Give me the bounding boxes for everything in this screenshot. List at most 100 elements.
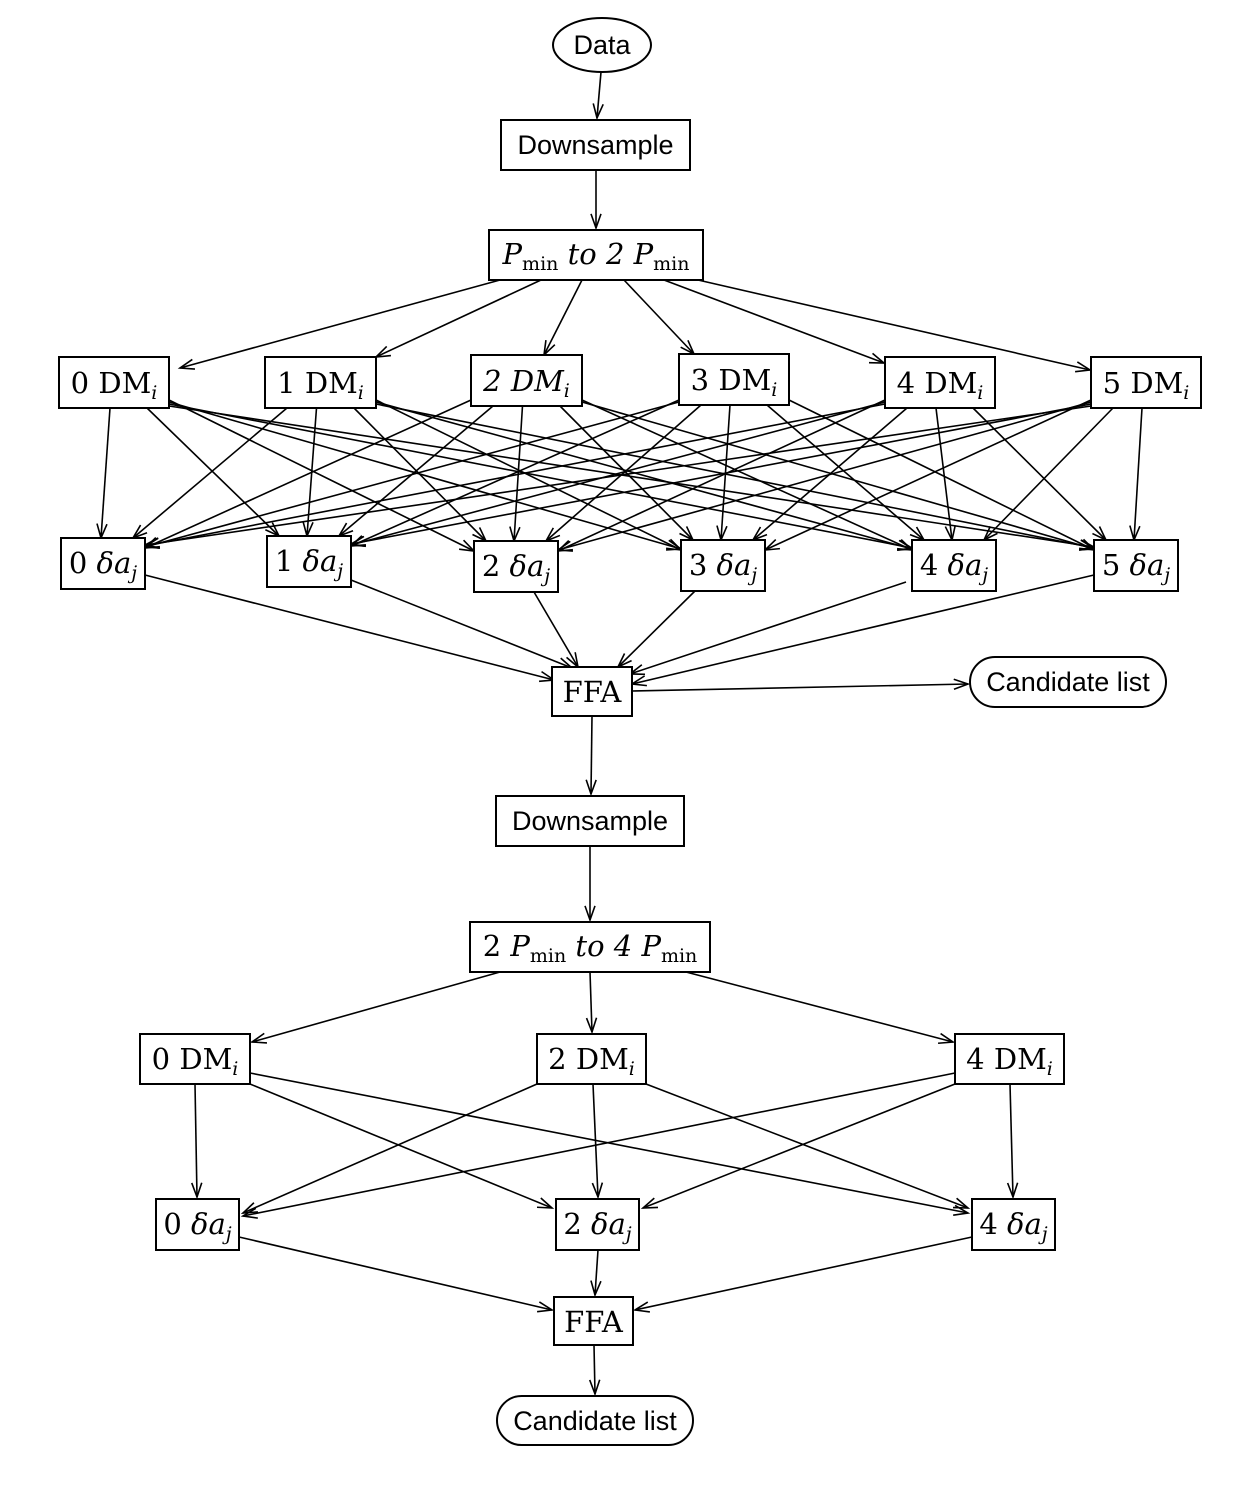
svg-text:4 DMi: 4 DMi xyxy=(966,1042,1053,1080)
edge-dm2-4-accel2-4 xyxy=(1009,1083,1014,1198)
edge-dm1-accel3 xyxy=(375,399,682,551)
period-range-label-2: 2 Pmin to 4 Pmin xyxy=(483,929,698,967)
edge-accel2-0-ffa2-arrowhead xyxy=(537,1301,555,1313)
ffa-label-1: FFA xyxy=(563,675,623,709)
dm2-node-0: 0 DMi xyxy=(139,1033,251,1085)
edge-dm2-4-accel2-2-arrowhead xyxy=(640,1197,659,1209)
edge-dm2-0-accel2-0-arrowhead xyxy=(190,1182,203,1200)
candidate-list-node-2: Candidate list xyxy=(496,1395,694,1446)
edge-dm2-4-accel2-0-arrowhead xyxy=(240,1207,258,1219)
accel2-node-2: 2 δaj xyxy=(555,1198,640,1251)
edge-period-dm-3 xyxy=(623,279,695,355)
dm-node-4: 4 DMi xyxy=(884,356,996,409)
svg-text:3 DMi: 3 DMi xyxy=(691,363,778,401)
edge-ffa-downsample-2-arrowhead xyxy=(585,779,597,797)
edge-period2-dm2-2-arrowhead xyxy=(585,1017,598,1035)
accel2-node-0: 0 δaj xyxy=(155,1198,240,1251)
edge-dm5-accel1 xyxy=(350,403,1092,545)
edge-accel4-ffa xyxy=(629,581,907,675)
edge-period2-dm2-4-arrowhead xyxy=(937,1032,956,1045)
edge-period2-dm2-4 xyxy=(685,971,954,1043)
edge-dm2-accel2 xyxy=(513,405,524,542)
edges-layer xyxy=(96,71,1143,1397)
edge-dm3-accel0 xyxy=(144,401,680,548)
svg-text:0 DMi: 0 DMi xyxy=(71,366,158,404)
edge-dm2-accel1 xyxy=(338,405,494,537)
svg-text:1 DMi: 1 DMi xyxy=(277,366,364,404)
edge-dm3-accel4 xyxy=(766,404,925,541)
downsample-node-1: Downsample xyxy=(500,119,691,171)
edge-dm4-accel5 xyxy=(972,407,1107,541)
edge-dm3-accel2 xyxy=(545,404,702,542)
edge-dm1-accel0 xyxy=(132,407,288,539)
edge-dm3-accel5 xyxy=(788,399,1095,551)
edge-dm2-accel0 xyxy=(144,399,472,549)
svg-text:4 δaj: 4 δaj xyxy=(979,1207,1047,1245)
edge-period-dm-0 xyxy=(179,279,501,369)
edge-dm2-4-accel2-4-arrowhead xyxy=(1006,1182,1019,1200)
edge-period-dm-2 xyxy=(543,279,583,356)
ffa-node-2: FFA xyxy=(553,1296,634,1346)
edge-ffa2-candidate-2-arrowhead xyxy=(588,1379,601,1397)
edge-downsample-period-arrowhead xyxy=(590,213,602,231)
svg-text:2 DMi: 2 DMi xyxy=(548,1042,635,1080)
edge-dm1-accel2 xyxy=(353,407,487,542)
edge-dm2-2-accel2-2-arrowhead xyxy=(591,1182,604,1200)
edge-dm0-accel3 xyxy=(168,401,682,550)
edge-dm0-accel5 xyxy=(168,405,1095,548)
edge-ffa-candidate-1-arrowhead xyxy=(953,678,971,691)
edge-dm1-accel4 xyxy=(375,401,913,550)
svg-text:0 DMi: 0 DMi xyxy=(152,1042,239,1080)
accel2-node-4: 4 δaj xyxy=(971,1198,1056,1251)
svg-text:4 δaj: 4 δaj xyxy=(920,548,988,586)
accel-node-4: 4 δaj xyxy=(911,539,997,592)
edge-downsample2-period2-arrowhead xyxy=(584,905,596,923)
edge-dm2-accel4 xyxy=(581,399,913,551)
edge-dm4-accel1 xyxy=(350,401,886,546)
edge-period-dm-4 xyxy=(663,279,885,364)
ffa-label-2: FFA xyxy=(564,1305,624,1339)
edge-dm0-accel1 xyxy=(146,407,280,537)
edge-accel1-ffa xyxy=(350,579,573,669)
svg-text:4 DMi: 4 DMi xyxy=(897,366,984,404)
edge-dm0-accel0 xyxy=(100,407,111,539)
edge-accel2-ffa xyxy=(533,591,579,668)
svg-text:5 δaj: 5 δaj xyxy=(1102,548,1170,586)
edge-dm2-4-accel2-0 xyxy=(242,1072,956,1217)
edge-ffa2-candidate-2 xyxy=(593,1344,596,1395)
edge-accel3-ffa xyxy=(617,590,696,668)
edge-ffa-candidate-1 xyxy=(631,683,969,692)
edge-dm2-0-accel2-0 xyxy=(194,1083,198,1198)
edge-dm0-accel4 xyxy=(168,403,913,549)
edge-data-downsample-arrowhead xyxy=(592,103,604,121)
candidate-list-label-2: Candidate list xyxy=(513,1406,677,1436)
svg-text:2 DMi: 2 DMi xyxy=(482,364,570,402)
svg-text:2 δaj: 2 δaj xyxy=(482,549,550,587)
edge-accel0-ffa xyxy=(144,574,555,681)
edge-dm5-accel2 xyxy=(557,401,1092,551)
dm2-node-4: 4 DMi xyxy=(954,1033,1065,1085)
edge-period-dm-5 xyxy=(697,279,1091,371)
accel-node-1: 1 δaj xyxy=(266,535,352,588)
accel-node-3: 3 δaj xyxy=(680,539,766,592)
edge-period2-dm2-2 xyxy=(589,971,593,1033)
svg-text:0 δaj: 0 δaj xyxy=(69,546,137,584)
edge-dm2-2-accel2-0-arrowhead xyxy=(240,1202,259,1214)
edge-accel5-ffa xyxy=(631,574,1095,685)
edge-data-downsample xyxy=(596,71,602,119)
downsample-label-2: Downsample xyxy=(512,806,668,836)
dm-node-0: 0 DMi xyxy=(58,356,170,409)
candidate-list-label-1: Candidate list xyxy=(986,667,1150,697)
edge-period-dm-0-arrowhead xyxy=(177,358,196,370)
dm-node-2: 2 DMi xyxy=(470,354,583,407)
svg-text:3 δaj: 3 δaj xyxy=(689,548,757,586)
edge-dm4-accel2 xyxy=(557,399,886,552)
edge-dm2-2-accel2-0 xyxy=(242,1083,538,1214)
svg-text:2 δaj: 2 δaj xyxy=(563,1207,631,1245)
period-range-label-1: Pmin to 2 Pmin xyxy=(502,237,690,275)
edge-dm2-4-accel2-2 xyxy=(642,1083,956,1209)
accel-node-0: 0 δaj xyxy=(60,537,146,590)
svg-text:5 DMi: 5 DMi xyxy=(1103,366,1190,404)
downsample-label-1: Downsample xyxy=(517,130,673,160)
dm-node-1: 1 DMi xyxy=(264,356,377,409)
